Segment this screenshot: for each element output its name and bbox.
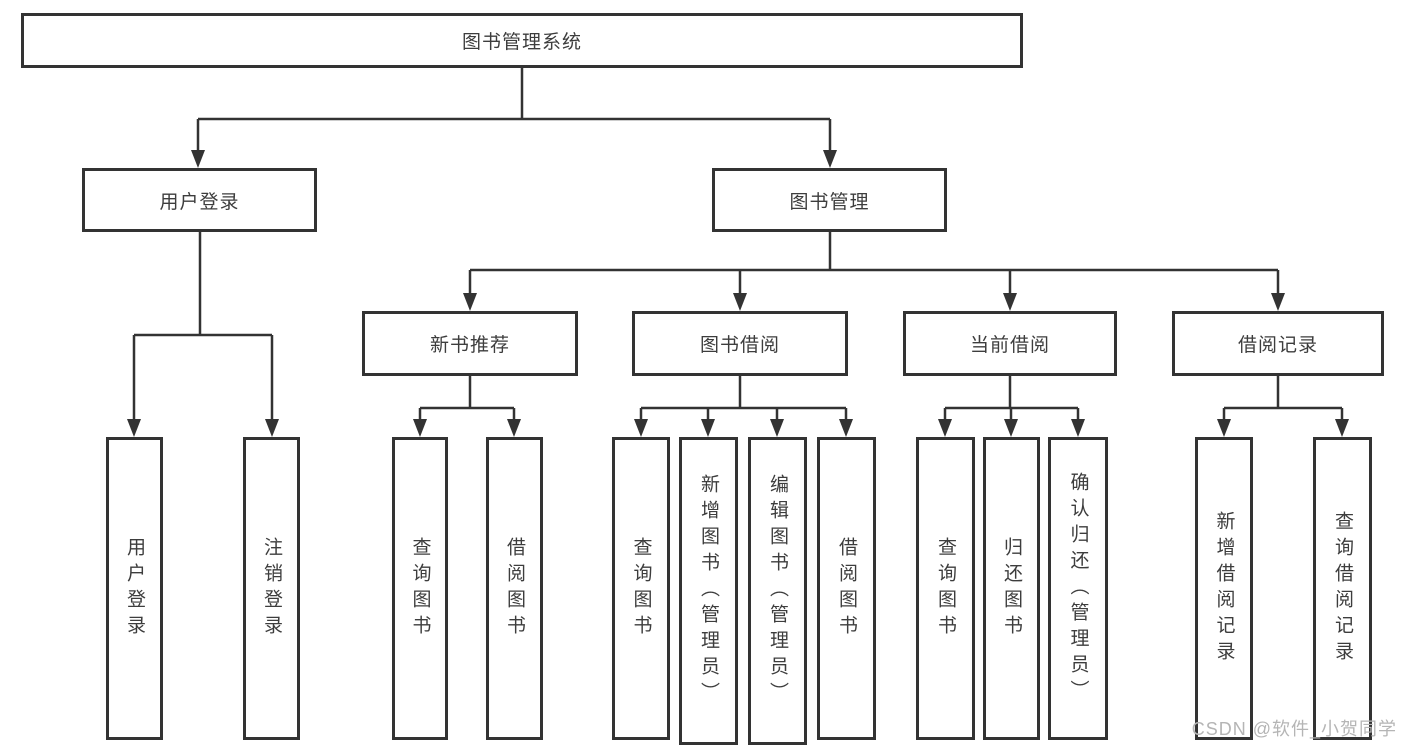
leaf-bb-query-book-label: 查询图书 [630,536,652,641]
leaf-nb-query-book-label: 查询图书 [409,536,431,641]
node-current-borrow-label: 当前借阅 [969,335,1050,356]
leaf-br-query-record: 查询借阅记录 [1313,437,1372,740]
leaf-user-login-label: 用户登录 [124,536,145,641]
node-borrow-record: 借阅记录 [1172,311,1384,376]
leaf-logout-login: 注销登录 [243,437,300,740]
leaf-cb-return-book: 归还图书 [983,437,1040,740]
watermark: CSDN @软件_小贺同学 [1191,719,1397,739]
leaf-cb-query-book: 查询图书 [916,437,975,740]
node-book-management: 图书管理 [712,168,947,232]
connector-lines [132,68,1344,420]
connector-arrowheads [127,150,1349,437]
leaf-bb-add-book-admin-label: 新增图书（管理员） [698,474,719,708]
node-current-borrow: 当前借阅 [903,311,1117,376]
leaf-br-query-record-label: 查询借阅记录 [1332,510,1353,667]
node-borrow-record-label: 借阅记录 [1237,335,1318,356]
leaf-bb-add-book-admin: 新增图书（管理员） [679,437,738,745]
leaf-cb-confirm-return-admin-label: 确认归还（管理员） [1067,471,1089,706]
node-new-book-recommend: 新书推荐 [362,311,578,376]
leaf-logout-login-label: 注销登录 [261,536,282,641]
node-new-book-recommend-label: 新书推荐 [429,335,510,356]
leaf-br-add-record: 新增借阅记录 [1195,437,1253,740]
leaf-bb-borrow-book: 借阅图书 [817,437,876,740]
leaf-bb-edit-book-admin: 编辑图书（管理员） [748,437,807,745]
node-root: 图书管理系统 [21,13,1023,68]
node-user-login-label: 用户登录 [159,191,240,213]
node-book-borrow-label: 图书借阅 [699,335,780,356]
leaf-cb-return-book-label: 归还图书 [1001,536,1022,641]
leaf-cb-confirm-return-admin: 确认归还（管理员） [1048,437,1108,740]
node-user-login: 用户登录 [82,168,317,232]
leaf-nb-borrow-book-label: 借阅图书 [504,536,525,641]
leaf-user-login: 用户登录 [106,437,163,740]
leaf-cb-query-book-label: 查询图书 [935,536,956,641]
leaf-bb-borrow-book-label: 借阅图书 [836,536,857,641]
node-book-borrow: 图书借阅 [632,311,848,376]
leaf-bb-query-book: 查询图书 [612,437,670,740]
leaf-br-add-record-label: 新增借阅记录 [1213,510,1235,667]
leaf-nb-query-book: 查询图书 [392,437,448,740]
node-root-label: 图书管理系统 [461,32,582,53]
node-book-management-label: 图书管理 [789,191,870,213]
leaf-bb-edit-book-admin-label: 编辑图书（管理员） [767,474,788,708]
leaf-nb-borrow-book: 借阅图书 [486,437,543,740]
